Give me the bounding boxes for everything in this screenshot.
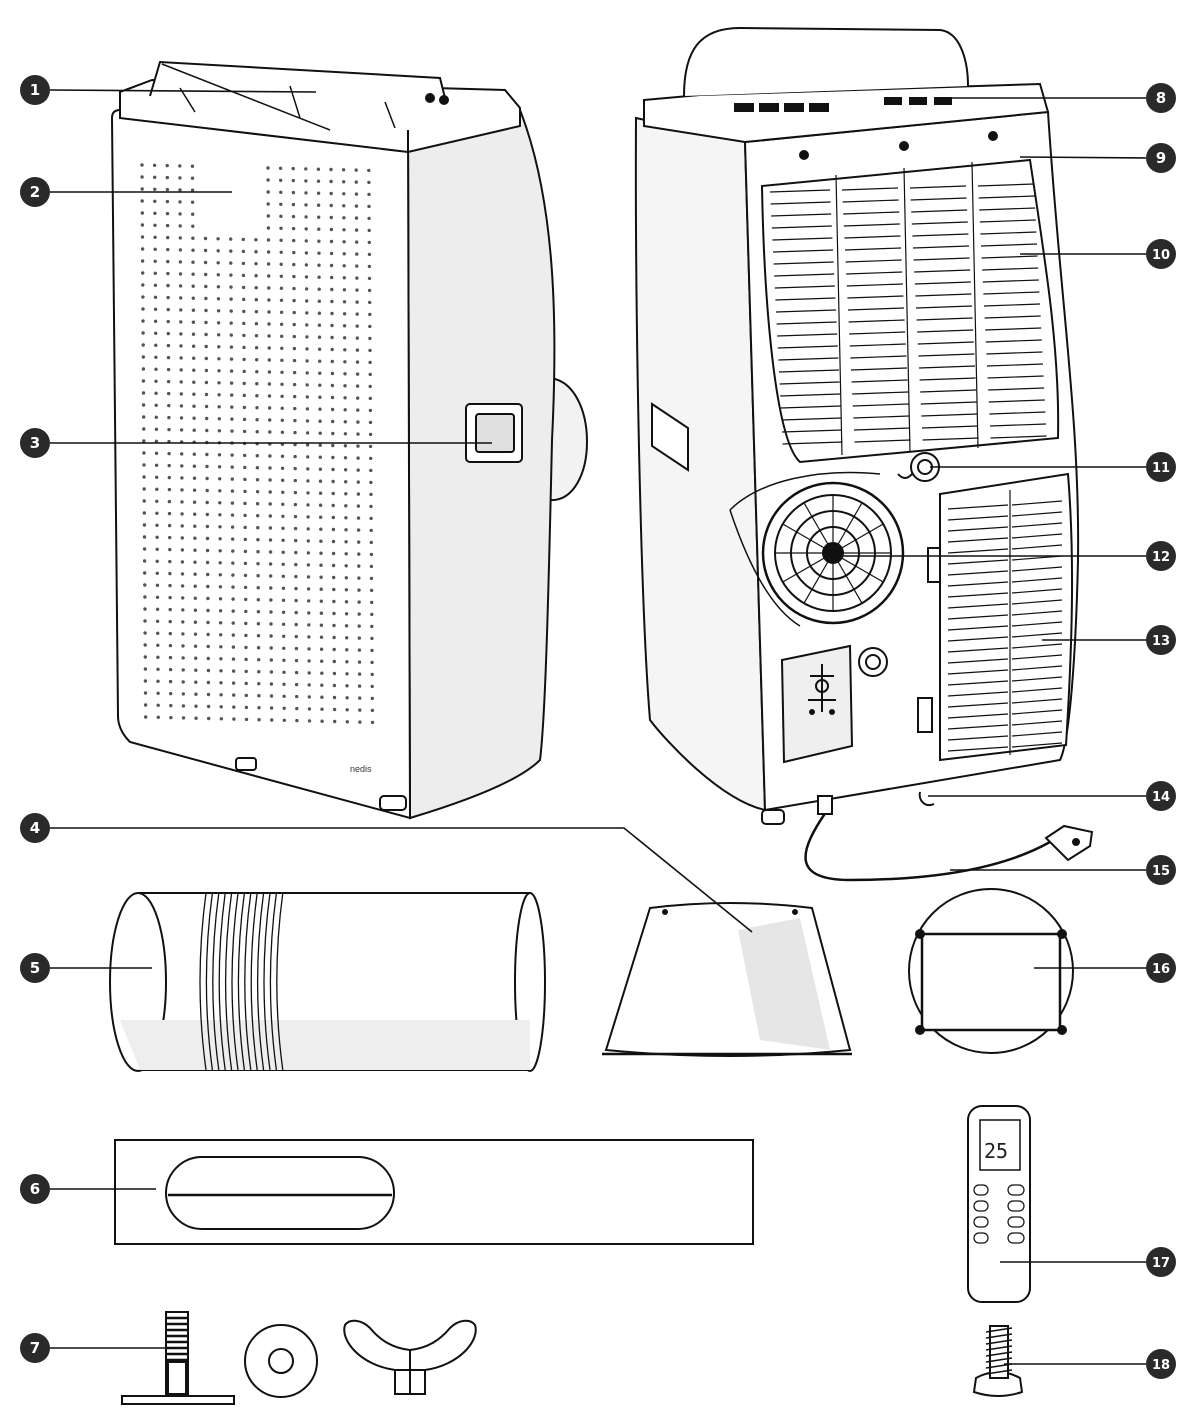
rear-lower-air-grille [947, 490, 1063, 755]
front-unit [110, 60, 588, 820]
callout-16: 16 [1146, 953, 1176, 983]
callout-9: 9 [1146, 143, 1176, 173]
svg-text:16: 16 [1152, 962, 1170, 977]
callout-15: 15 [1146, 855, 1176, 885]
front-perforation-grid [140, 163, 375, 725]
callout-18: 18 [1146, 1349, 1176, 1379]
svg-text:11: 11 [1152, 461, 1170, 476]
drain-valve-icon [808, 664, 836, 715]
screw-thread [985, 1327, 1013, 1375]
callout-4: 4 [20, 813, 50, 843]
callout-7: 7 [20, 1333, 50, 1363]
remote-control [967, 1105, 1031, 1303]
callout-12: 12 [1146, 541, 1176, 571]
remote-display-value: 25 [984, 1139, 1008, 1163]
svg-text:15: 15 [1152, 864, 1170, 879]
callout-8: 8 [1146, 83, 1176, 113]
round-adapter [908, 888, 1074, 1054]
callout-3: 3 [20, 428, 50, 458]
window-slide-kit [114, 1139, 754, 1245]
svg-text:2: 2 [30, 183, 40, 201]
svg-text:5: 5 [30, 959, 40, 977]
callout-2: 2 [20, 177, 50, 207]
brand-logo: nedis [350, 764, 372, 774]
callout-10: 10 [1146, 239, 1176, 269]
svg-text:4: 4 [30, 819, 40, 837]
callout-1: 1 [20, 75, 50, 105]
svg-text:6: 6 [30, 1180, 40, 1198]
callout-5: 5 [20, 953, 50, 983]
callout-6: 6 [20, 1174, 50, 1204]
svg-text:10: 10 [1152, 248, 1170, 263]
rear-unit [634, 26, 1094, 882]
callout-14: 14 [1146, 781, 1176, 811]
svg-text:1: 1 [30, 81, 40, 99]
exhaust-fan-spokes [775, 495, 891, 611]
washer [244, 1324, 318, 1398]
svg-text:17: 17 [1152, 1256, 1170, 1271]
bolt-thread [167, 1316, 187, 1362]
svg-text:12: 12 [1152, 550, 1170, 565]
svg-text:7: 7 [30, 1339, 40, 1357]
exhaust-hose [109, 892, 546, 1072]
rear-air-filter-grille [769, 161, 1047, 456]
callout-17: 17 [1146, 1247, 1176, 1277]
leader-lines [49, 89, 1147, 1365]
svg-text:13: 13 [1152, 634, 1170, 649]
svg-text:14: 14 [1152, 790, 1170, 805]
svg-text:18: 18 [1152, 1358, 1170, 1373]
mounting-bolt [121, 1311, 235, 1405]
svg-text:3: 3 [30, 434, 40, 452]
callout-13: 13 [1146, 625, 1176, 655]
svg-text:9: 9 [1156, 149, 1166, 167]
window-nozzle [602, 902, 852, 1057]
wing-nut [343, 1319, 477, 1395]
hose-corrugation [199, 892, 284, 1071]
svg-text:8: 8 [1156, 89, 1166, 107]
remote-buttons [973, 1184, 1025, 1244]
callout-11: 11 [1146, 452, 1176, 482]
